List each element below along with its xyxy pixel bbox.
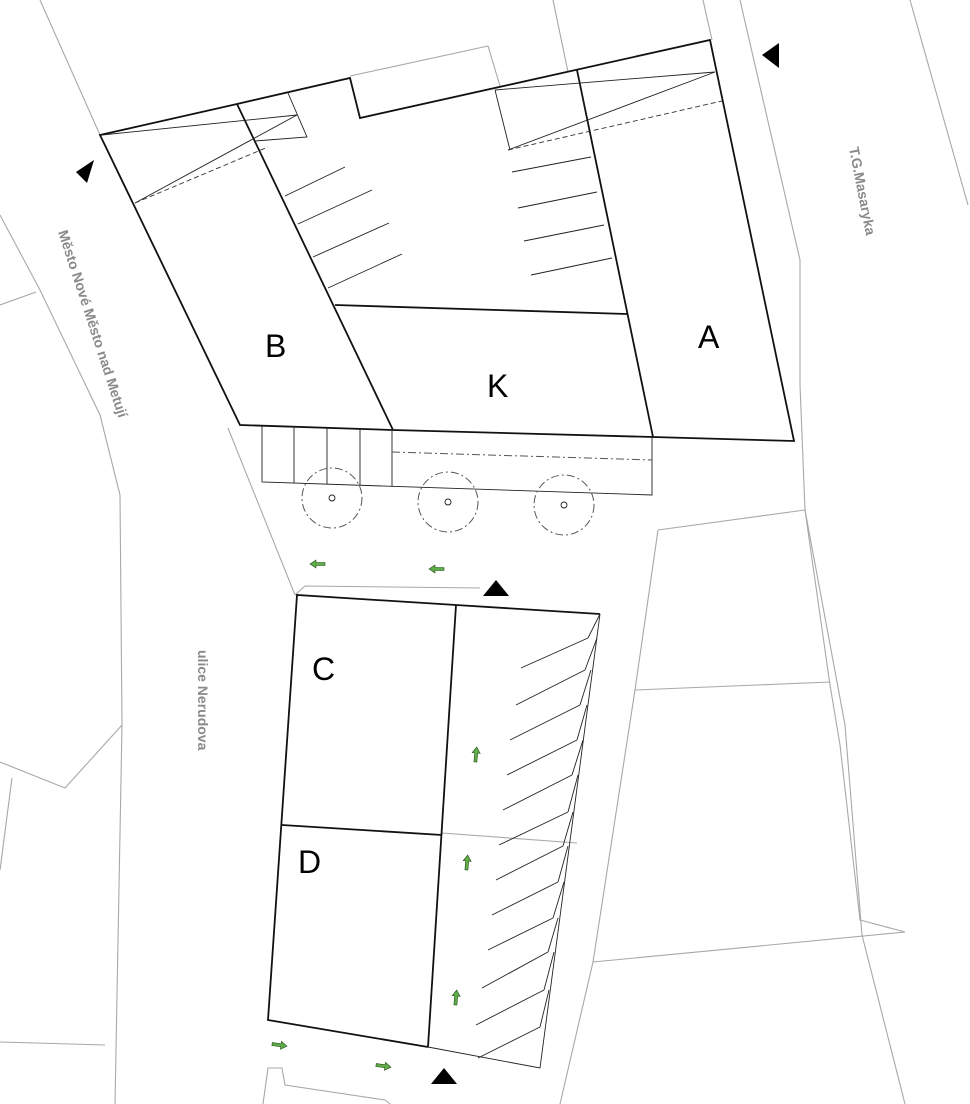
green-arrow-icon [271, 1040, 288, 1050]
entrance-markers [76, 43, 779, 1084]
ramp-details [101, 71, 723, 204]
trees [301, 467, 595, 536]
wall-b-k [236, 103, 394, 431]
green-arrow-icon [471, 746, 481, 763]
wall-k-a [576, 69, 654, 438]
lower-complex [267, 594, 601, 1069]
tree-canopy-icon [533, 474, 595, 536]
black-triangle-icon [431, 1068, 457, 1084]
tree-canopy-icon [301, 467, 363, 529]
tree-canopy-icon [417, 471, 479, 533]
front-terrace [261, 425, 653, 496]
wall-c-parking [427, 604, 457, 1048]
street-label-tg-masaryka: T.G.Masaryka [846, 146, 879, 237]
parking-edge [427, 613, 601, 1069]
green-arrow-icon [428, 564, 445, 574]
upper-complex-outline [98, 38, 796, 442]
upper-complex [98, 38, 796, 536]
wall-c-d [281, 824, 443, 836]
black-triangle-icon [483, 580, 509, 596]
wall-k-court [334, 304, 628, 315]
traffic-arrows [271, 559, 481, 1071]
green-arrow-icon [451, 989, 461, 1006]
black-triangle-icon [762, 43, 779, 68]
green-arrow-icon [309, 559, 326, 569]
building-label-a: A [698, 319, 720, 355]
parking-stalls-court [284, 156, 613, 289]
black-triangle-icon [76, 160, 94, 183]
building-label-c: C [312, 651, 335, 687]
green-arrow-icon [462, 854, 472, 871]
parking-stalls-lower [475, 613, 601, 1059]
street-label-mesto: Město Nové Město nad Metují [55, 228, 131, 420]
lower-complex-outline [267, 594, 601, 1048]
building-label-d: D [298, 844, 321, 880]
street-label-nerudova: ulice Nerudova [195, 650, 211, 751]
building-label-b: B [265, 328, 286, 364]
building-label-k: K [487, 368, 508, 404]
green-arrow-icon [375, 1061, 392, 1071]
